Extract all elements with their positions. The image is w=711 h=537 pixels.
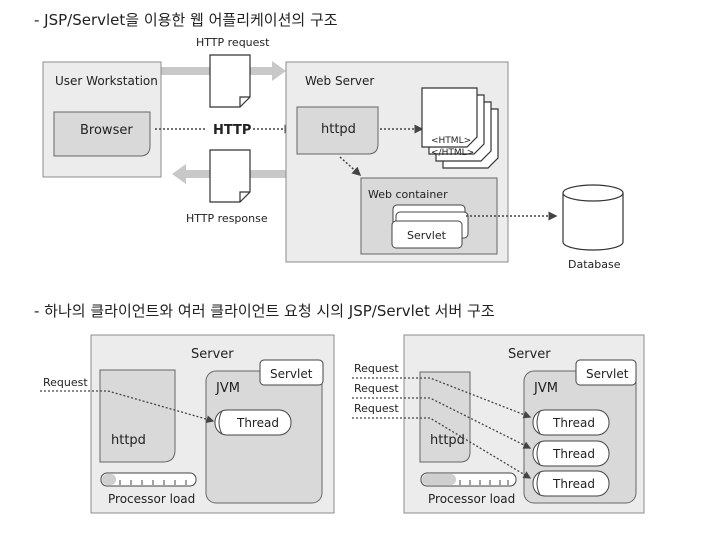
database-icon — [562, 184, 624, 251]
left-thread — [214, 409, 292, 436]
right-processor-load-bar — [420, 472, 517, 487]
right-thread-3-label: Thread — [552, 477, 595, 491]
left-httpd-label: httpd — [111, 433, 146, 448]
left-httpd-box — [99, 369, 176, 463]
right-servlet-label: Servlet — [586, 367, 629, 381]
web-server-label: Web Server — [305, 74, 374, 88]
right-thread-1 — [532, 409, 610, 436]
httpd-label: httpd — [321, 122, 356, 137]
request-document-icon — [209, 54, 251, 108]
right-thread-2 — [532, 440, 610, 467]
right-request-label-3: Request — [354, 402, 399, 415]
http-label: HTTP — [213, 123, 251, 138]
left-servlet-label: Servlet — [270, 367, 313, 381]
servlet-stack — [391, 204, 469, 249]
top-heading: - JSP/Servlet을 이용한 웹 어플리케이션의 구조 — [34, 11, 338, 29]
httpd-to-container-link — [339, 156, 362, 177]
right-request-arrow-1 — [352, 377, 532, 419]
html-documents-stack — [421, 87, 499, 169]
left-servlet-box — [259, 359, 324, 386]
right-jvm-label: JVM — [533, 381, 558, 396]
html-close-tag: </HTML> — [431, 148, 474, 158]
http-response-label: HTTP response — [186, 212, 268, 225]
browser-label: Browser — [80, 123, 133, 138]
right-request-arrow-2 — [352, 397, 532, 449]
bottom-heading: - 하나의 클라이언트와 여러 클라이언트 요청 시의 JSP/Servlet … — [34, 302, 495, 320]
right-thread-1-label: Thread — [552, 416, 595, 430]
left-processor-load-label: Processor load — [108, 492, 195, 506]
right-request-label-1: Request — [354, 362, 399, 375]
right-server-label: Server — [508, 347, 551, 362]
left-request-arrow — [40, 390, 215, 423]
left-request-label: Request — [43, 376, 88, 389]
right-processor-load-label: Processor load — [428, 492, 515, 506]
http-request-label: HTTP request — [196, 36, 270, 49]
left-thread-label: Thread — [236, 416, 279, 430]
right-servlet-box — [575, 359, 637, 386]
left-processor-load-bar — [100, 472, 197, 487]
right-request-arrow-3 — [352, 417, 532, 479]
web-container-label: Web container — [368, 188, 448, 201]
left-jvm-label: JVM — [215, 381, 240, 396]
httpd-box — [296, 106, 379, 155]
user-workstation-label: User Workstation — [55, 74, 158, 88]
browser-box — [53, 111, 151, 157]
left-server-label: Server — [191, 347, 234, 362]
html-open-tag: <HTML> — [431, 136, 471, 146]
right-thread-3 — [532, 470, 610, 497]
response-document-icon — [209, 149, 251, 203]
right-thread-2-label: Thread — [552, 447, 595, 461]
database-label: Database — [568, 258, 621, 271]
right-request-label-2: Request — [354, 382, 399, 395]
servlet-label: Servlet — [407, 229, 447, 242]
right-httpd-box — [419, 371, 471, 463]
right-httpd-label: httpd — [430, 433, 465, 448]
